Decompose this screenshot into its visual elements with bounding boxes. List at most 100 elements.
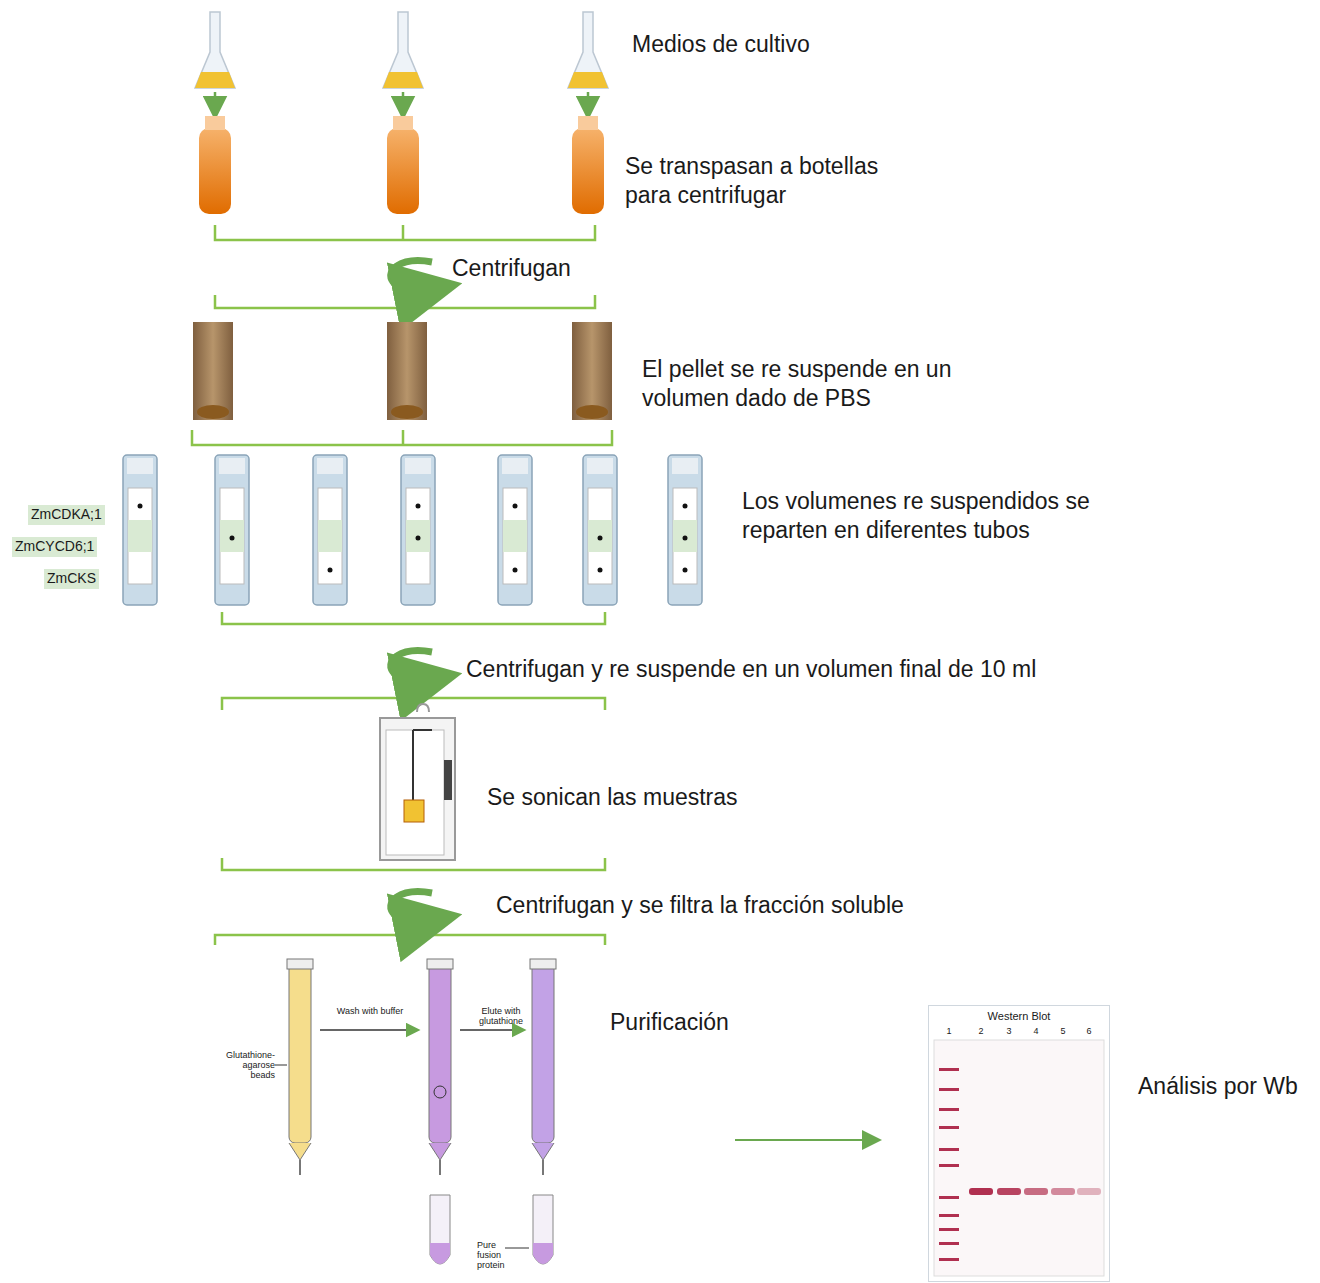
flask-medium: [195, 72, 235, 88]
figure-caption: Pure fusion protein: [477, 1241, 509, 1271]
tube-label: [406, 488, 430, 584]
step-label: Centrifugan: [452, 254, 571, 283]
tube: [583, 455, 617, 605]
lane-number: 5: [1055, 1027, 1071, 1037]
step-label: Se transpasan a botellas para centrifuga…: [625, 152, 925, 210]
bottle: [387, 128, 419, 214]
step-label: Centrifugan y re suspende en un volumen …: [466, 655, 1036, 684]
column-tip: [429, 1143, 451, 1160]
tube-label: [220, 488, 244, 584]
figure-caption: Elute with glutathione: [471, 1007, 531, 1027]
bottle-neck: [205, 116, 225, 130]
step-arrow: [460, 1029, 519, 1031]
tube: [401, 455, 435, 605]
column: [429, 963, 451, 1143]
ladder-band: [939, 1148, 959, 1151]
leader-line: [275, 1065, 287, 1066]
sonicator: [380, 704, 455, 860]
tube-dot: [683, 568, 688, 573]
bottle: [572, 128, 604, 214]
column: [532, 963, 554, 1143]
step-label: Se sonican las muestras: [487, 783, 738, 812]
eluate: [430, 1243, 450, 1264]
tube-band: [503, 520, 527, 552]
ladder-band: [939, 1108, 959, 1111]
step-label: Análisis por Wb: [1138, 1072, 1298, 1101]
ladder-band: [939, 1126, 959, 1129]
protein-band: [969, 1188, 993, 1195]
column-outlet: [299, 1160, 301, 1175]
flask: [195, 12, 235, 88]
flask: [568, 12, 608, 88]
protein-band: [1077, 1188, 1101, 1195]
columns-svg: [215, 955, 585, 1275]
tube-band: [673, 520, 697, 552]
column: [289, 963, 311, 1143]
tube-cap: [405, 458, 431, 474]
tube-dot: [230, 536, 235, 541]
figure-caption: Wash with buffer: [335, 1007, 405, 1017]
lane-number: 4: [1028, 1027, 1044, 1037]
tube-dot: [598, 568, 603, 573]
tube-cap: [672, 458, 698, 474]
tube-label: [673, 488, 697, 584]
column-cap: [427, 959, 453, 969]
flask: [383, 12, 423, 88]
leader-line: [505, 1248, 529, 1249]
tube-label: [588, 488, 612, 584]
western-blot-panel: Western Blot123456: [928, 1005, 1110, 1282]
ladder-band: [939, 1258, 959, 1261]
ladder-band: [939, 1068, 959, 1071]
bead: [434, 1086, 446, 1098]
tube-cap: [127, 458, 153, 474]
step-label: Los volumenes re suspendidos se reparten…: [742, 487, 1162, 545]
sample-tubes: [123, 455, 702, 605]
column-tip: [289, 1143, 311, 1160]
purification-columns: Glutathione-agarose beadsWash with buffe…: [215, 955, 585, 1275]
ladder-band: [939, 1242, 959, 1245]
tube-band: [220, 520, 244, 552]
tube-label: [128, 488, 152, 584]
tube-dot: [513, 504, 518, 509]
ladder-band: [939, 1088, 959, 1091]
tube-band: [406, 520, 430, 552]
tube-dot: [683, 536, 688, 541]
blot-svg: [929, 1006, 1109, 1281]
down-arrow: [402, 92, 405, 108]
step-label: Centrifugan y se filtra la fracción solu…: [496, 891, 904, 920]
tube-dot: [328, 568, 333, 573]
tube-cap: [587, 458, 613, 474]
tube-dot: [416, 504, 421, 509]
column-outlet: [439, 1160, 441, 1175]
blot-title: Western Blot: [929, 1010, 1109, 1022]
tube-label: [318, 488, 342, 584]
tube-dot: [683, 504, 688, 509]
lane-number: 6: [1081, 1027, 1097, 1037]
culture-flasks: [195, 12, 608, 214]
step-label: Purificación: [610, 1008, 729, 1037]
step-label: El pellet se re suspende en un volumen d…: [642, 355, 1042, 413]
tube-dot: [138, 504, 143, 509]
tube-band: [128, 520, 152, 552]
ladder-band: [939, 1228, 959, 1231]
tube: [313, 455, 347, 605]
flow-arrow: [735, 1139, 878, 1141]
down-arrow: [587, 92, 590, 108]
bottle: [199, 128, 231, 214]
tube-legend: ZmCKS: [44, 569, 99, 589]
tube-cap: [502, 458, 528, 474]
bottle-neck: [578, 116, 598, 130]
column-outlet: [542, 1160, 544, 1175]
column-cap: [530, 959, 556, 969]
tube: [668, 455, 702, 605]
eluate: [533, 1243, 553, 1264]
tube-label: [503, 488, 527, 584]
collection-tube: [430, 1195, 450, 1264]
tube-dot: [598, 536, 603, 541]
lane-number: 3: [1001, 1027, 1017, 1037]
protein-band: [1051, 1188, 1075, 1195]
bottle-neck: [393, 116, 413, 130]
membrane: [934, 1040, 1104, 1276]
tube-cap: [219, 458, 245, 474]
tube-band: [588, 520, 612, 552]
